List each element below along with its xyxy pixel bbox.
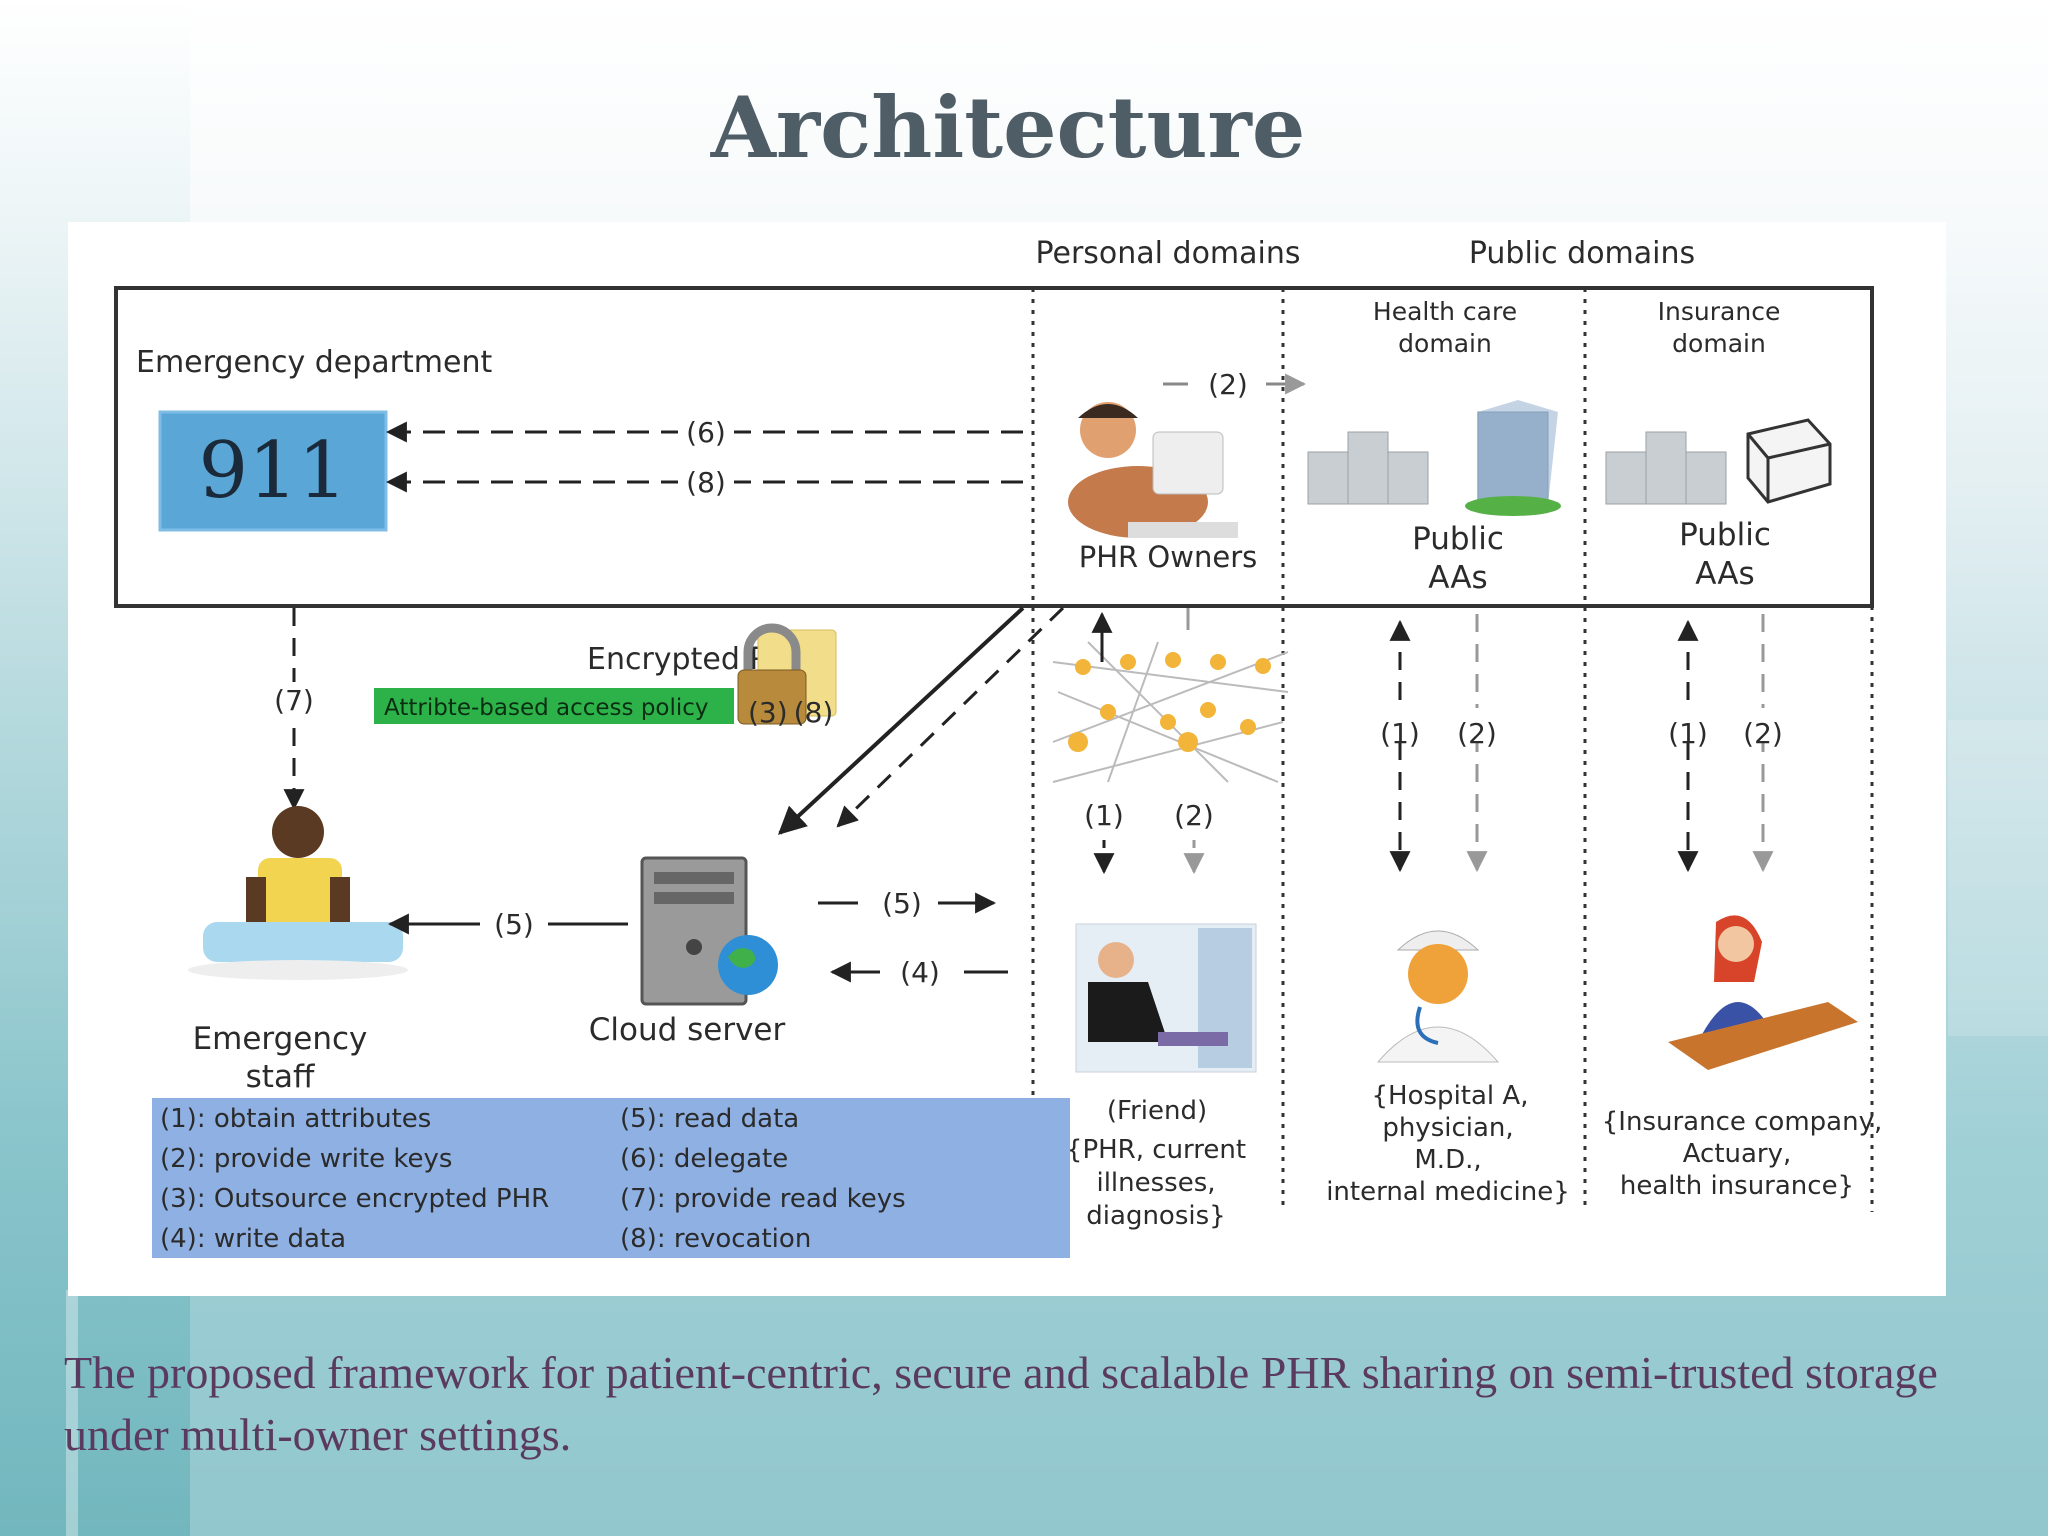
- hospital-attributes-1: {Hospital A,: [1372, 1081, 1529, 1111]
- health-domain-label-1: Health care: [1373, 297, 1517, 326]
- hospital-attributes-4: internal medicine}: [1326, 1177, 1570, 1207]
- hospital-attributes-2: physician,: [1382, 1113, 1513, 1143]
- legend-box: [152, 1098, 1070, 1258]
- personal-domains-header: Personal domains: [1035, 236, 1300, 271]
- access-policy-bar: [374, 688, 734, 724]
- legend-item-4: (4): write data: [160, 1224, 346, 1254]
- legend-item-7: (7): provide read keys: [620, 1184, 906, 1214]
- cloud-server-icon: [640, 856, 778, 1006]
- step-3-label: (3): [748, 696, 788, 729]
- actuary-icon: [1668, 915, 1858, 1070]
- step-2-top-label: (2): [1208, 368, 1248, 401]
- insurance-step-2-label: (2): [1743, 717, 1783, 750]
- insurance-domain-label-1: Insurance: [1658, 297, 1781, 326]
- step-5-staff-label: (5): [494, 908, 534, 941]
- insurance-domain-label-2: domain: [1672, 329, 1766, 358]
- health-public-aas-label-1: Public: [1412, 521, 1504, 557]
- lock-icon: [737, 623, 837, 725]
- step-8-cloud-label: (8): [794, 696, 834, 729]
- legend-item-2: (2): provide write keys: [160, 1144, 452, 1174]
- legend-item-3: (3): Outsource encrypted PHR: [160, 1184, 549, 1214]
- step-7-label: (7): [274, 684, 314, 717]
- diagram-canvas: Personal domains Public domains Health c…: [114, 236, 1882, 1258]
- hospital-building-icon: [1307, 400, 1561, 516]
- background-stripe: [66, 1290, 78, 1536]
- friend-icon: [1075, 923, 1257, 1073]
- insurance-public-aas-label-1: Public: [1679, 517, 1771, 553]
- friend-attributes-2: illnesses,: [1096, 1168, 1215, 1198]
- insurance-attributes-1: {Insurance company,: [1602, 1107, 1882, 1137]
- insurance-attributes-2: Actuary,: [1683, 1139, 1792, 1169]
- friend-label: (Friend): [1107, 1096, 1207, 1126]
- public-domains-header: Public domains: [1469, 236, 1695, 271]
- arrow-8-revocation-cloud: [836, 606, 1065, 828]
- emergency-staff-label-2: staff: [246, 1059, 315, 1095]
- insurance-public-aas-label-2: AAs: [1695, 556, 1754, 592]
- emergency-staff-label-1: Emergency: [193, 1021, 368, 1057]
- slide-title: Architecture: [710, 78, 1306, 177]
- social-network-icon: [1052, 641, 1289, 783]
- sign-911-panel: [160, 412, 386, 530]
- legend-item-8: (8): revocation: [620, 1224, 811, 1254]
- step-4-label: (4): [900, 956, 940, 989]
- slide-caption: The proposed framework for patient-centr…: [64, 1347, 1938, 1460]
- step-5-friend-label: (5): [882, 887, 922, 920]
- phr-owners-label: PHR Owners: [1079, 540, 1257, 574]
- cloud-server-label: Cloud server: [589, 1012, 786, 1048]
- friend-attributes-1: {PHR, current: [1066, 1135, 1246, 1165]
- health-step-2-label: (2): [1457, 717, 1497, 750]
- legend-item-1: (1): obtain attributes: [160, 1104, 431, 1134]
- background-block: [1948, 720, 2048, 1036]
- insurance-attributes-3: health insurance}: [1620, 1171, 1854, 1201]
- legend-item-5: (5): read data: [620, 1104, 799, 1134]
- health-step-1-label: (1): [1380, 717, 1420, 750]
- hospital-attributes-3: M.D.,: [1414, 1145, 1481, 1175]
- phr-owner-icon: [1068, 402, 1238, 538]
- access-policy-label: Attribte-based access policy: [384, 695, 709, 721]
- sign-911-text: 911: [199, 426, 348, 516]
- top-domain-box: [114, 286, 1874, 608]
- architecture-diagram: Personal domains Public domains Health c…: [68, 222, 1946, 1296]
- friend-step-1-label: (1): [1084, 799, 1124, 832]
- emergency-department-label: Emergency department: [136, 345, 492, 380]
- step-3-8-label: (3)(8): [748, 696, 833, 729]
- physician-icon: [1376, 930, 1500, 1063]
- step-6-label: (6): [686, 416, 726, 449]
- friend-step-2-label: (2): [1174, 799, 1214, 832]
- step-8-label: (8): [686, 466, 726, 499]
- health-domain-label-2: domain: [1398, 329, 1492, 358]
- health-public-aas-label-2: AAs: [1428, 560, 1487, 596]
- arrow-3-outsource: [777, 606, 1025, 835]
- legend-item-6: (6): delegate: [620, 1144, 788, 1174]
- insurance-building-icon: [1605, 418, 1832, 505]
- emergency-staff-icon: [188, 806, 408, 980]
- friend-attributes-3: diagnosis}: [1086, 1201, 1225, 1231]
- insurance-step-1-label: (1): [1668, 717, 1708, 750]
